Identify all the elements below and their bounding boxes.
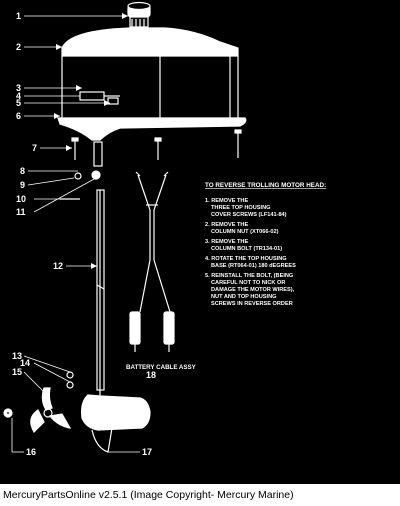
instruction-line: 4. ROTATE THE TOP HOUSING xyxy=(205,256,287,262)
callout-13: 13 xyxy=(12,351,22,361)
prop-nut-part[interactable] xyxy=(3,408,13,418)
callout-12: 12 xyxy=(53,261,63,271)
copyright-footer: MercuryPartsOnline v2.5.1 (Image Copyrig… xyxy=(0,484,400,506)
speed-knob-part[interactable] xyxy=(127,1,151,28)
motor-shaft-part[interactable] xyxy=(96,189,105,391)
motor-wires-part[interactable] xyxy=(66,371,74,389)
instruction-line: THREE TOP HOUSING xyxy=(211,205,270,211)
instruction-line: 2. REMOVE THE xyxy=(205,222,248,228)
callout-8: 8 xyxy=(20,166,25,176)
housing-base-part[interactable] xyxy=(57,117,247,141)
instruction-line: CAREFUL NOT TO NICK OR xyxy=(211,280,285,286)
callout-16: 16 xyxy=(26,447,36,457)
column-hardware-part[interactable] xyxy=(60,141,103,200)
reverse-motor-instructions: TO REVERSE TROLLING MOTOR HEAD: 1. REMOV… xyxy=(205,182,326,307)
callout-18: 18 xyxy=(146,370,156,380)
callout-arrowheads xyxy=(54,13,128,269)
callout-1: 1 xyxy=(16,11,21,21)
lower-unit-part[interactable] xyxy=(81,390,151,453)
instruction-line: COVER SCREWS (LF141-84) xyxy=(211,212,287,218)
switch-assembly-part[interactable] xyxy=(79,91,120,105)
parts-diagram: 1 2 3 4 5 6 7 8 9 10 11 12 13 14 15 16 1… xyxy=(0,0,400,484)
instruction-line: COLUMN NUT (XT066-02) xyxy=(211,229,279,235)
callout-9: 9 xyxy=(20,180,25,190)
callout-3: 3 xyxy=(16,83,21,93)
callout-4: 4 xyxy=(16,91,21,101)
callout-6: 6 xyxy=(16,111,21,121)
instruction-line: 5. REINSTALL THE BOLT, (BEING xyxy=(205,273,293,279)
instruction-line: BASE (RT064-01) 180 dEGREES xyxy=(211,263,296,269)
callout-numbers: 1 2 3 4 5 6 7 8 9 10 11 12 13 14 15 16 1… xyxy=(12,11,156,457)
propeller-part[interactable] xyxy=(30,387,72,433)
callout-5: 5 xyxy=(16,98,21,108)
callout-17: 17 xyxy=(142,447,152,457)
callout-2: 2 xyxy=(16,42,21,52)
instruction-line: 3. REMOVE THE xyxy=(205,239,248,245)
exploded-view-drawing: 1 2 3 4 5 6 7 8 9 10 11 12 13 14 15 16 1… xyxy=(3,1,326,457)
instruction-line: DAMAGE THE MOTOR WIRES), xyxy=(211,287,295,293)
instruction-line: NUT AND TOP HOUSING xyxy=(211,294,276,300)
instruction-line: 1. REMOVE THE xyxy=(205,198,248,204)
callout-15: 15 xyxy=(12,367,22,377)
instruction-line: SCREWS IN REVERSE ORDER xyxy=(211,301,293,307)
instruction-line: COLUMN BOLT (TR134-01) xyxy=(211,246,282,252)
callout-leader-lines xyxy=(11,15,140,453)
callout-10: 10 xyxy=(16,194,26,204)
callout-11: 11 xyxy=(16,207,26,217)
battery-cable-part[interactable] xyxy=(129,171,175,352)
housing-screws-part[interactable] xyxy=(71,129,242,160)
top-housing-cover-part[interactable] xyxy=(61,27,239,118)
instructions-title: TO REVERSE TROLLING MOTOR HEAD: xyxy=(205,182,326,189)
battery-cable-label: BATTERY CABLE ASSY xyxy=(126,364,197,371)
footer-text: MercuryPartsOnline v2.5.1 (Image Copyrig… xyxy=(3,489,294,501)
callout-7: 7 xyxy=(32,143,37,153)
callout-14: 14 xyxy=(20,358,30,368)
